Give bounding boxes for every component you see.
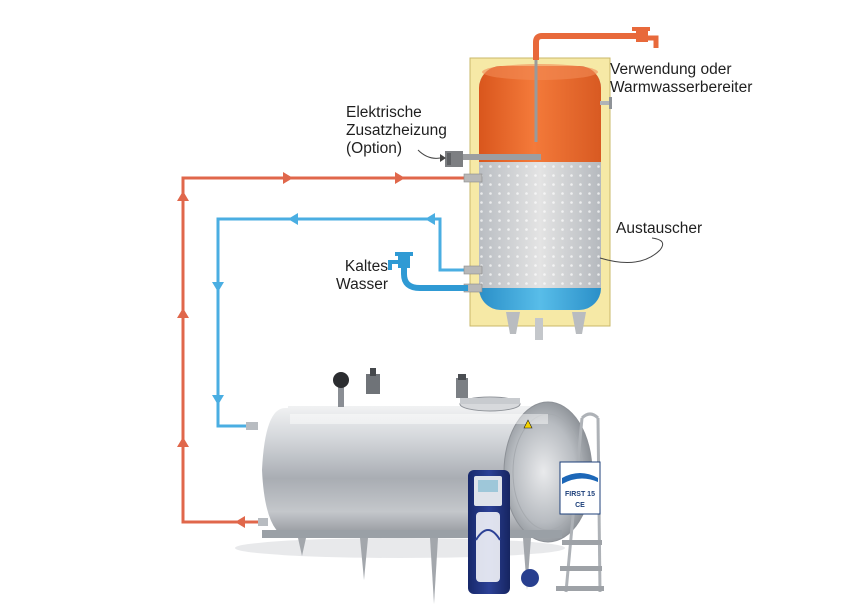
flow-arrow — [288, 213, 298, 225]
plate-model: FIRST 15 — [565, 491, 595, 498]
flow-arrow — [212, 282, 224, 292]
hot-circuit — [177, 172, 468, 528]
cold-water-tap-icon — [388, 252, 468, 291]
heater-label-line3: (Option) — [346, 140, 402, 157]
cold-water-zone — [479, 288, 601, 310]
cold-water-label-line2: Wasser — [336, 276, 388, 293]
pump-icon — [521, 569, 539, 587]
hot-water-tap-icon — [533, 27, 659, 60]
flow-arrow — [177, 191, 189, 201]
hot-water-zone — [479, 66, 601, 162]
flow-arrow — [235, 516, 245, 528]
heater-label-line1: Elektrische — [346, 104, 422, 121]
usage-label-line1: Verwendung oder — [610, 61, 732, 78]
milk-cooling-tank: FIRST 15 CE — [235, 368, 604, 604]
usage-label: Verwendung oder Warmwasserbereiter — [610, 61, 752, 97]
usage-label-line2: Warmwasserbereiter — [610, 79, 753, 96]
flow-arrow — [177, 437, 189, 447]
heater-label-line2: Zusatzheizung — [346, 122, 447, 139]
cold-circuit — [212, 213, 470, 428]
water-heater-tank — [463, 52, 612, 340]
leader-line — [599, 237, 664, 263]
flow-arrow — [177, 308, 189, 318]
cold-pipe — [216, 217, 470, 428]
cold-water-label: Kaltes Wasser — [330, 258, 388, 294]
control-unit — [468, 470, 510, 594]
flow-arrow — [212, 395, 224, 405]
exchanger-label: Austauscher — [616, 220, 702, 238]
flow-arrow — [283, 172, 293, 184]
hot-pipe — [181, 176, 468, 524]
flow-arrow — [395, 172, 405, 184]
cold-water-label-line1: Kaltes — [344, 258, 388, 275]
exchanger-label-text: Austauscher — [616, 220, 703, 237]
tank-name-plate: FIRST 15 CE — [559, 461, 601, 515]
leader-line — [417, 149, 441, 159]
heating-element-icon — [445, 151, 541, 167]
exchanger-zone — [479, 162, 601, 288]
thermometer-icon — [600, 101, 612, 105]
plate-mark: CE — [575, 502, 585, 509]
heater-label: Elektrische Zusatzheizung (Option) — [346, 104, 447, 158]
flow-arrow — [425, 213, 435, 225]
